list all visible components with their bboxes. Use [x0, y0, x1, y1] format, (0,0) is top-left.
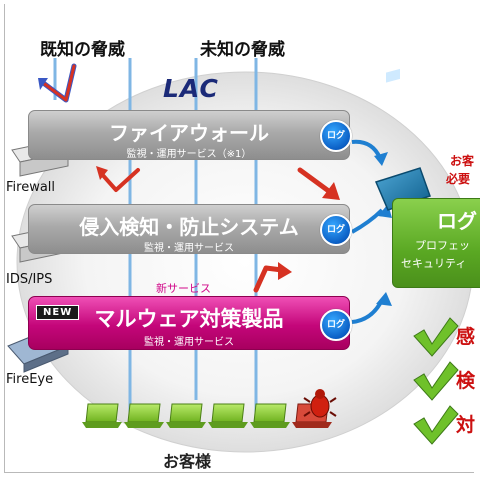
diagram-frame: [4, 4, 474, 473]
firewall-device-label: Firewall: [6, 180, 56, 195]
fireeye-device-label: FireEye: [6, 372, 54, 387]
laptop-icon: [166, 403, 206, 428]
laptop-icon: [124, 403, 164, 428]
log-flow-arrowheads: [374, 152, 392, 306]
firewall-service-subtitle: 監視・運用サービス（※1）: [126, 149, 252, 160]
log-analysis-title: ログ: [437, 209, 477, 233]
checkmark-icons: [413, 317, 459, 445]
right-red-line-2: 必要: [446, 172, 471, 186]
check-label-1: 感: [456, 326, 476, 348]
lac-logo: LAC: [163, 74, 219, 103]
ids-device-label: IDS/IPS: [6, 272, 53, 287]
malware-service-subtitle: 監視・運用サービス: [144, 337, 234, 348]
ids-log-icon: ログ: [320, 214, 352, 246]
known-threat-label: 既知の脅威: [40, 40, 125, 60]
laptop-icon: [250, 403, 290, 428]
firewall-service-title: ファイアウォール: [109, 121, 269, 145]
check-label-3: 対: [456, 414, 476, 436]
laptop-icon: [208, 403, 248, 428]
unknown-threat-label: 未知の脅威: [200, 40, 285, 60]
laptop-icon: [82, 403, 122, 428]
log-analysis-sub-1: プロフェッ: [415, 239, 470, 252]
customer-label: お客様: [163, 452, 212, 471]
ids-service-subtitle: 監視・運用サービス: [144, 243, 234, 254]
new-badge: NEW: [36, 305, 80, 320]
malware-service-title: マルウェア対策製品: [94, 307, 284, 331]
malware-log-icon: ログ: [320, 309, 352, 341]
new-service-label: 新サービス: [156, 282, 211, 295]
ids-service-bar: 侵入検知・防止システム 監視・運用サービス: [28, 204, 350, 254]
bug-icon: [303, 389, 337, 418]
log-analysis-sub-2: セキュリティ: [401, 257, 467, 270]
red-arrows: [38, 63, 340, 293]
firewall-log-icon: ログ: [320, 120, 352, 152]
firewall-service-bar: ファイアウォール 監視・運用サービス（※1）: [28, 110, 350, 160]
log-analysis-box: ログ プロフェッ セキュリティ: [392, 198, 480, 288]
right-red-line-1: お客: [450, 154, 475, 168]
check-label-2: 検: [456, 370, 476, 392]
ids-service-title: 侵入検知・防止システム: [79, 215, 299, 239]
